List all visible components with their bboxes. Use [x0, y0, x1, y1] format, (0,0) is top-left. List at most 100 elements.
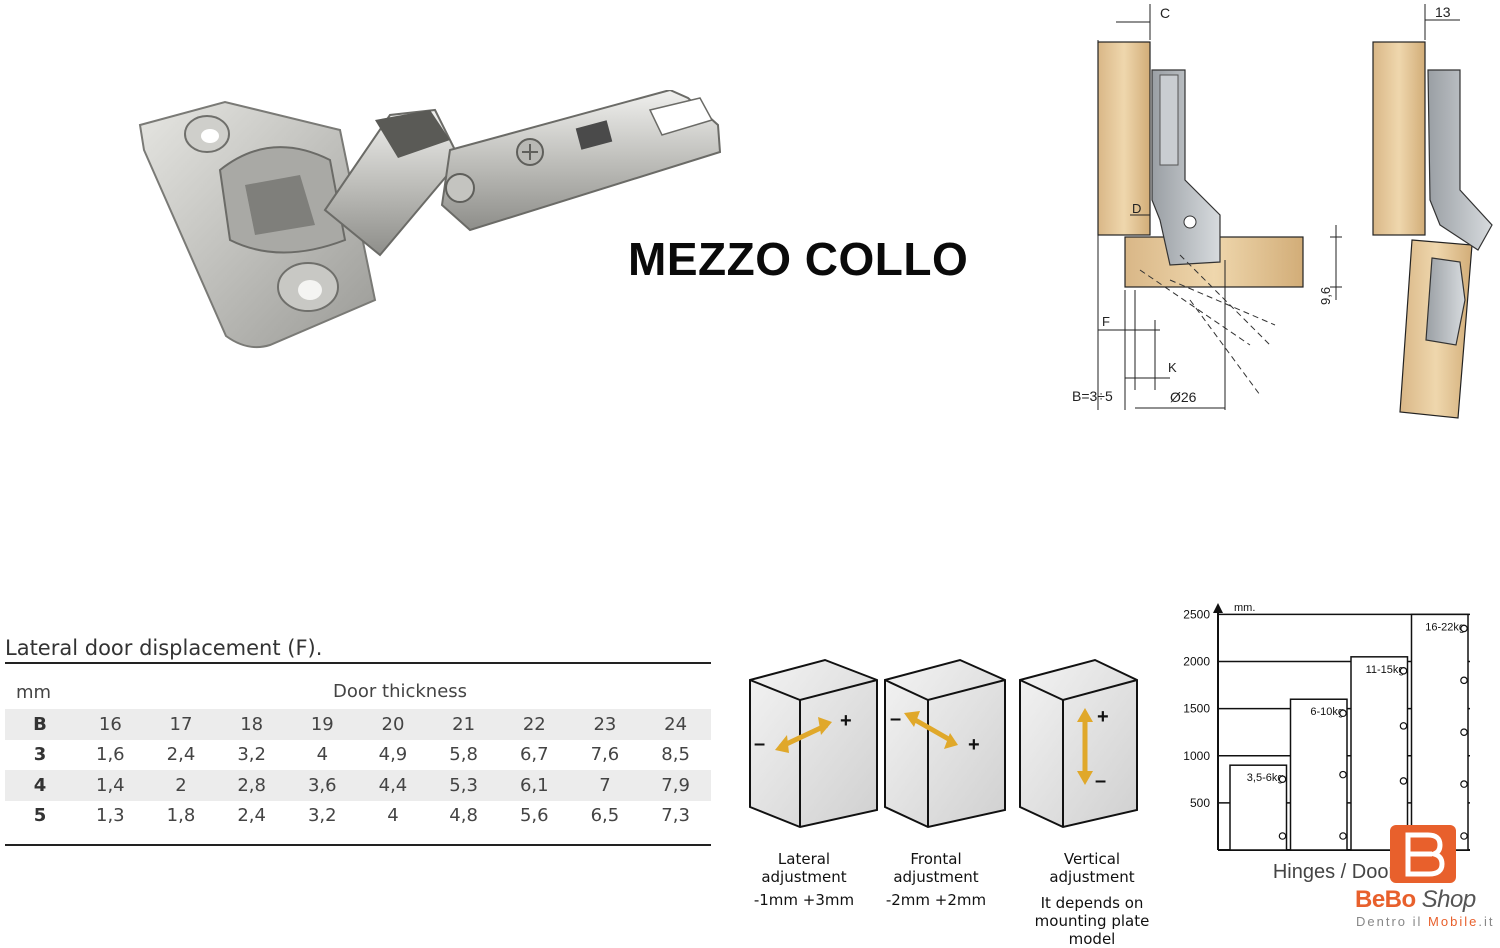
table-cell: 17	[145, 709, 217, 740]
table-cell: 6,5	[590, 805, 620, 827]
y-tick-label: 2500	[1183, 607, 1210, 621]
dim-diameter: Ø26	[1170, 389, 1197, 405]
table-header: Door thickness	[333, 681, 468, 702]
lateral-plus: +	[840, 710, 852, 732]
hinge-dot	[1339, 832, 1347, 840]
hinge-dot	[1460, 780, 1468, 788]
dim-c: C	[1160, 5, 1170, 21]
y-tick-label: 2000	[1183, 655, 1210, 669]
brand-name-light: Shop	[1421, 886, 1477, 913]
table-cell: 1,6	[96, 744, 125, 766]
table-cell: 6,1	[498, 770, 570, 801]
table-cell: 24	[640, 709, 711, 740]
table-cell: 2,8	[216, 770, 287, 801]
table-cell: 8,5	[661, 744, 690, 766]
y-axis-label: mm.	[1234, 602, 1255, 614]
table-unit: mm	[16, 682, 52, 703]
table-cell: 1,4	[75, 770, 146, 801]
table-cell: 3,2	[237, 744, 266, 766]
table-cell: 4	[387, 805, 399, 827]
hinge-dot	[1460, 624, 1468, 633]
table-cell: 22	[498, 709, 570, 740]
brand-tagline-b: Mobile	[1428, 914, 1479, 929]
table-cell: 20	[357, 709, 429, 740]
bebo-logo-icon	[1390, 825, 1456, 883]
table-cell: 3,2	[307, 805, 337, 827]
hinge-dot	[1460, 832, 1468, 840]
table-cell: 1,3	[96, 805, 125, 827]
table-cell: 4,9	[378, 744, 408, 766]
table-cell: 21	[428, 709, 499, 740]
bar	[1229, 764, 1288, 851]
y-axis-arrow	[1213, 603, 1223, 613]
hinge-dot	[1339, 770, 1347, 779]
table-bottom-rule	[5, 844, 711, 846]
hinge-dot	[1278, 775, 1287, 783]
row-label: 5	[33, 805, 47, 827]
dim-thirteen: 13	[1435, 4, 1451, 20]
dim-k: K	[1168, 360, 1177, 375]
table-cell: 4,8	[449, 805, 478, 827]
hinges-per-door-chart: mm.50010001500200025003,5-6kg6-10kg11-15…	[1183, 602, 1470, 883]
table-cell: 7,3	[661, 805, 690, 827]
y-tick-label: 1500	[1183, 702, 1210, 716]
table-cell: 2,4	[237, 805, 266, 827]
dim-f: F	[1102, 314, 1110, 329]
hinge-dot	[1278, 832, 1287, 840]
table-cell: 19	[286, 709, 358, 740]
vertical-adjustment-title: Vertical adjustment	[1049, 850, 1135, 886]
lateral-adjustment-title: Lateral adjustment	[761, 850, 847, 886]
hinge-dot	[1399, 722, 1408, 730]
bar-label: 3,5-6kg	[1247, 772, 1284, 784]
table-cell: 4,4	[357, 770, 429, 801]
bar-label: 16-22kg	[1425, 621, 1465, 633]
x-axis-label: Hinges / Door	[1273, 861, 1396, 883]
lateral-box: + –	[749, 658, 878, 829]
table-cell: 3,6	[286, 770, 358, 801]
vertical-plus: +	[1097, 706, 1109, 728]
table-cell: 2	[145, 770, 217, 801]
bar-label: 11-15kg	[1366, 664, 1405, 676]
bar	[1410, 613, 1469, 851]
table-cell: 1,8	[166, 805, 196, 827]
row-label: 4	[5, 770, 75, 801]
table-cell: 7,9	[640, 770, 711, 801]
row-label: B	[5, 709, 75, 740]
bar	[1350, 656, 1409, 851]
dim-b-range: B=3÷5	[1072, 388, 1113, 404]
y-tick-label: 1000	[1183, 749, 1210, 763]
table-cell: 6,7	[519, 744, 549, 766]
frontal-box: + –	[884, 658, 1006, 829]
brand-tagline-a: Dentro il	[1356, 914, 1429, 929]
table-cell: 2,4	[166, 744, 196, 766]
dim-d: D	[1132, 201, 1141, 216]
frontal-adjustment-title: Frontal adjustment	[893, 850, 979, 886]
table-top-rule	[5, 662, 711, 664]
table-cell: 7,6	[590, 744, 620, 766]
lateral-adjustment-range: -1mm +3mm	[753, 891, 855, 909]
hinge-dot	[1399, 777, 1408, 785]
technical-drawing: C D F K B=3÷5 Ø26 9,6 13	[1072, 4, 1493, 419]
dim-nine-six: 9,6	[1318, 287, 1333, 305]
table-cell: 5,6	[519, 805, 549, 827]
hinge-dot	[1339, 709, 1347, 718]
vertical-adjustment-note: It depends on mounting plate model	[1034, 894, 1150, 948]
vertical-minus: –	[1095, 770, 1106, 792]
lateral-minus: –	[754, 733, 765, 755]
frontal-minus: –	[890, 708, 901, 730]
table-cell: 16	[75, 709, 146, 740]
brand-name-bold: BeBo	[1355, 886, 1416, 913]
hinge-dot	[1460, 728, 1468, 737]
product-title: MEZZO COLLO	[628, 233, 969, 285]
hinge-product-image	[138, 90, 722, 349]
vertical-box: + –	[1019, 658, 1138, 829]
table-cell: 7	[569, 770, 641, 801]
brand-tagline-c: .it	[1478, 914, 1495, 929]
hinge-dot	[1460, 676, 1468, 685]
table-row: 5 1,3 1,8 2,4 3,2 4 4,8 5,6 6,5 7,3	[5, 801, 711, 832]
row-label: 3	[33, 744, 47, 766]
